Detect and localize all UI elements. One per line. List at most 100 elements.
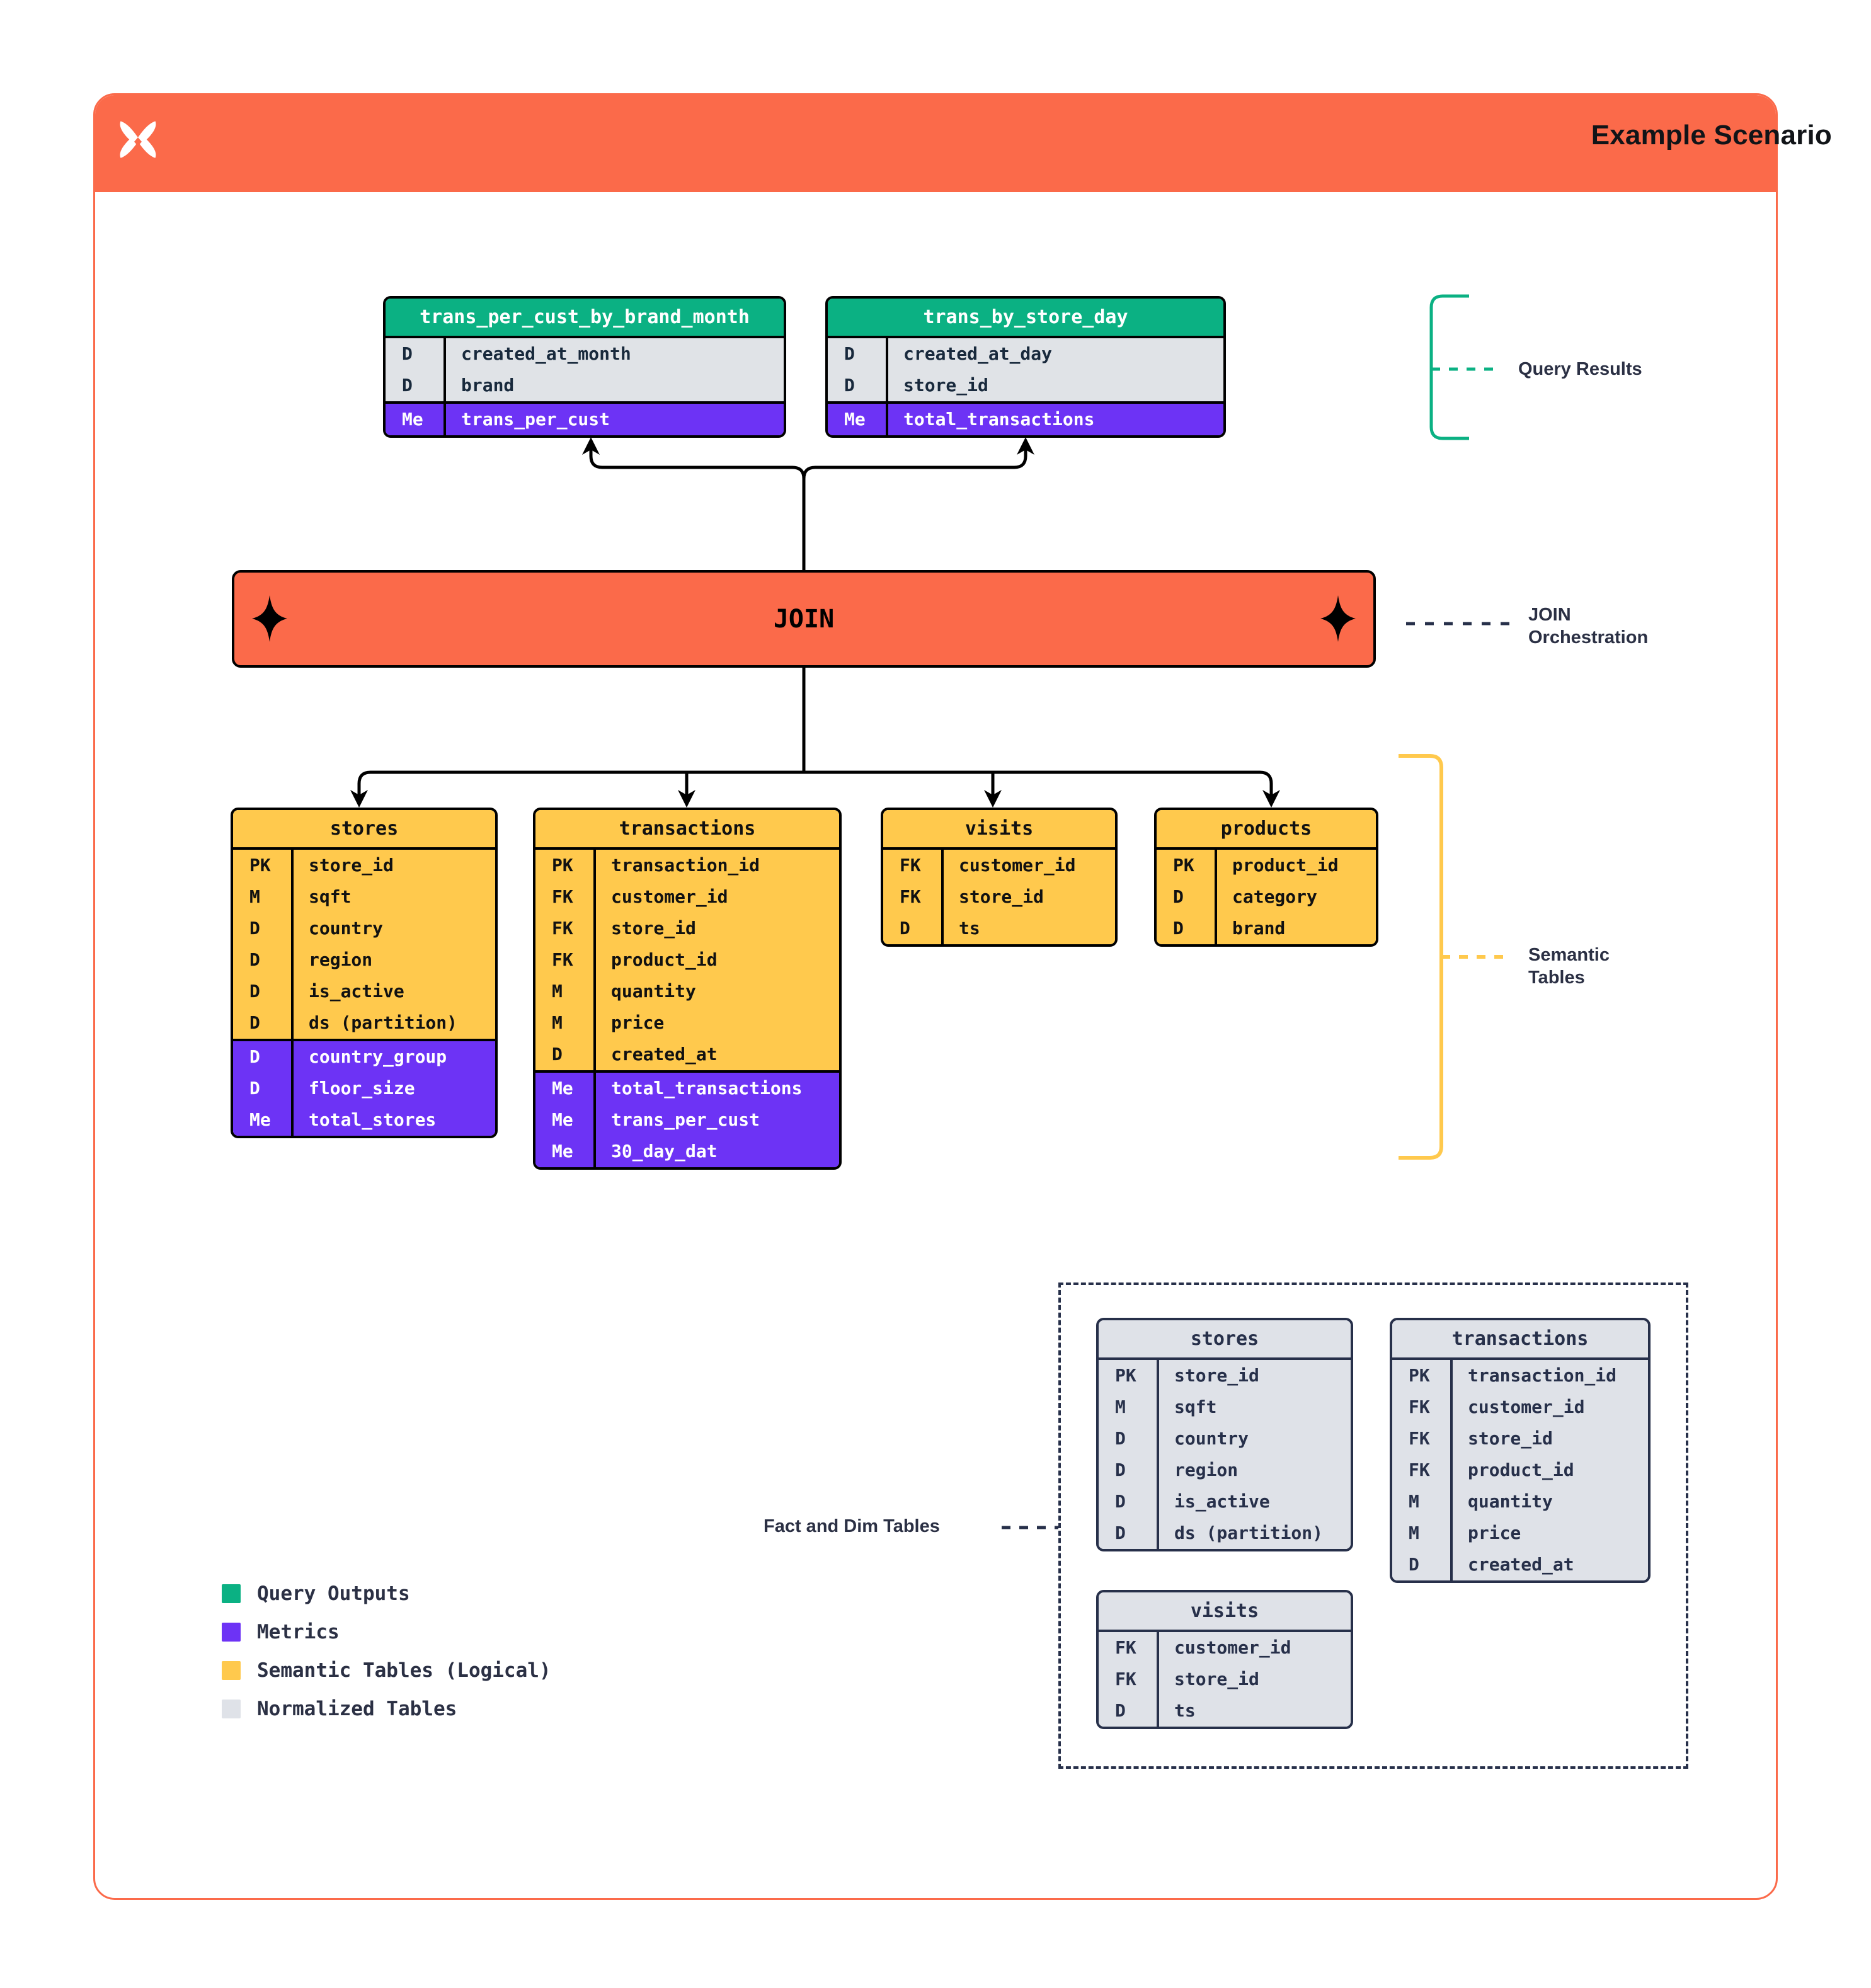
column-group: FK FK D customer_id store_id ts xyxy=(883,847,1115,944)
row-tag: Me xyxy=(552,1141,573,1162)
join-label: JOIN xyxy=(773,604,835,634)
row-tag: D xyxy=(844,375,855,396)
row-field: country_group xyxy=(309,1046,447,1067)
row-field: product_id xyxy=(1232,855,1339,876)
row-field: customer_id xyxy=(959,855,1076,876)
row-tag: D xyxy=(402,375,413,396)
metric-group: Me total_transactions xyxy=(828,401,1223,435)
semantic-table-products[interactable]: products PK D D product_id category bran… xyxy=(1154,808,1378,947)
annotation-line-2: Tables xyxy=(1528,968,1585,988)
row-field: quantity xyxy=(1468,1491,1553,1512)
row-tag: FK xyxy=(1115,1669,1136,1689)
row-field: brand xyxy=(1232,918,1286,939)
table-title: visits xyxy=(883,810,1115,847)
dimension-group: D D created_at_day store_id xyxy=(828,336,1223,401)
row-field: ds (partition) xyxy=(1174,1522,1324,1543)
join-orchestration-bar[interactable]: JOIN xyxy=(232,570,1376,668)
legend: Query Outputs Metrics Semantic Tables (L… xyxy=(222,1582,551,1736)
row-tag: M xyxy=(249,886,260,907)
row-tag: D xyxy=(249,1046,260,1067)
row-field: created_at_month xyxy=(461,343,631,364)
row-field: customer_id xyxy=(1468,1397,1585,1417)
column-group: FK FK D customer_id store_id ts xyxy=(1099,1630,1351,1727)
row-tag: M xyxy=(552,981,563,1002)
row-field: store_id xyxy=(903,375,988,396)
row-tag: PK xyxy=(552,855,573,876)
row-field: is_active xyxy=(1174,1491,1270,1512)
row-tag: FK xyxy=(900,886,921,907)
legend-item: Semantic Tables (Logical) xyxy=(222,1659,551,1682)
legend-label: Query Outputs xyxy=(257,1582,410,1605)
row-tag: M xyxy=(1409,1522,1419,1543)
row-tag: D xyxy=(1115,1428,1126,1449)
dimension-group: D D created_at_month brand xyxy=(386,336,784,401)
row-tag: D xyxy=(249,1012,260,1033)
row-tag: D xyxy=(1173,918,1184,939)
row-tag: Me xyxy=(402,409,423,430)
legend-label: Metrics xyxy=(257,1621,340,1643)
normalized-table-transactions[interactable]: transactions PK FK FK FK M M D transacti… xyxy=(1390,1318,1651,1583)
annotation-query-results: Query Results xyxy=(1518,359,1642,379)
row-tag: M xyxy=(1409,1491,1419,1512)
query-result-table-0[interactable]: trans_per_cust_by_brand_month D D create… xyxy=(383,296,786,438)
row-field: trans_per_cust xyxy=(611,1109,760,1130)
row-field: country xyxy=(1174,1428,1249,1449)
table-title: transactions xyxy=(1392,1320,1648,1357)
normalized-table-visits[interactable]: visits FK FK D customer_id store_id ts xyxy=(1096,1590,1353,1729)
row-tag: FK xyxy=(552,886,573,907)
annotation-fact-and-dim: Fact and Dim Tables xyxy=(764,1516,940,1536)
row-tag: PK xyxy=(1115,1365,1136,1386)
annotation-join-orchestration: JOIN Orchestration xyxy=(1528,603,1648,649)
row-field: total_transactions xyxy=(611,1078,803,1099)
row-field: trans_per_cust xyxy=(461,409,610,430)
row-tag: PK xyxy=(249,855,271,876)
row-field: 30_day_dat xyxy=(611,1141,718,1162)
row-tag: D xyxy=(249,981,260,1002)
annotation-semantic-tables: Semantic Tables xyxy=(1528,944,1610,990)
row-field: store_id xyxy=(959,886,1044,907)
annotation-line-1: JOIN xyxy=(1528,605,1571,625)
metric-group: Me trans_per_cust xyxy=(386,401,784,435)
row-tag: FK xyxy=(552,918,573,939)
row-tag: D xyxy=(1173,886,1184,907)
page-title: Example Scenario xyxy=(1591,120,1832,151)
legend-swatch-query-outputs xyxy=(222,1584,241,1603)
row-tag: FK xyxy=(552,949,573,970)
row-tag: D xyxy=(552,1044,563,1065)
legend-item: Normalized Tables xyxy=(222,1698,551,1720)
semantic-table-transactions[interactable]: transactions PK FK FK FK M M D transacti… xyxy=(533,808,842,1170)
x-logo-icon xyxy=(120,121,156,158)
row-tag: D xyxy=(900,918,910,939)
row-field: store_id xyxy=(1174,1365,1259,1386)
row-tag: D xyxy=(1115,1522,1126,1543)
row-field: brand xyxy=(461,375,515,396)
semantic-table-stores[interactable]: stores PK M D D D D store_id sqft countr… xyxy=(231,808,498,1138)
row-tag: D xyxy=(249,949,260,970)
normalized-table-stores[interactable]: stores PK M D D D D store_id sqft countr… xyxy=(1096,1318,1353,1551)
annotation-line-2: Orchestration xyxy=(1528,627,1649,648)
legend-item: Metrics xyxy=(222,1621,551,1643)
row-tag: M xyxy=(552,1012,563,1033)
row-tag: FK xyxy=(1409,1397,1430,1417)
row-field: store_id xyxy=(1468,1428,1553,1449)
row-field: customer_id xyxy=(611,886,728,907)
annotation-line-1: Semantic xyxy=(1528,945,1610,965)
row-tag: D xyxy=(249,1078,260,1099)
legend-item: Query Outputs xyxy=(222,1582,551,1605)
row-field: customer_id xyxy=(1174,1637,1291,1658)
row-field: transaction_id xyxy=(1468,1365,1617,1386)
row-field: category xyxy=(1232,886,1317,907)
fact-and-dim-box xyxy=(1058,1282,1688,1769)
query-result-table-1[interactable]: trans_by_store_day D D created_at_day st… xyxy=(825,296,1226,438)
semantic-table-visits[interactable]: visits FK FK D customer_id store_id ts xyxy=(881,808,1118,947)
column-group: PK D D product_id category brand xyxy=(1157,847,1376,944)
card-header xyxy=(95,95,1776,192)
row-field: region xyxy=(309,949,373,970)
row-tag: D xyxy=(1115,1460,1126,1480)
row-tag: PK xyxy=(1409,1365,1430,1386)
row-tag: D xyxy=(1115,1491,1126,1512)
table-title: transactions xyxy=(535,810,839,847)
table-title: visits xyxy=(1099,1592,1351,1630)
row-field: quantity xyxy=(611,981,696,1002)
